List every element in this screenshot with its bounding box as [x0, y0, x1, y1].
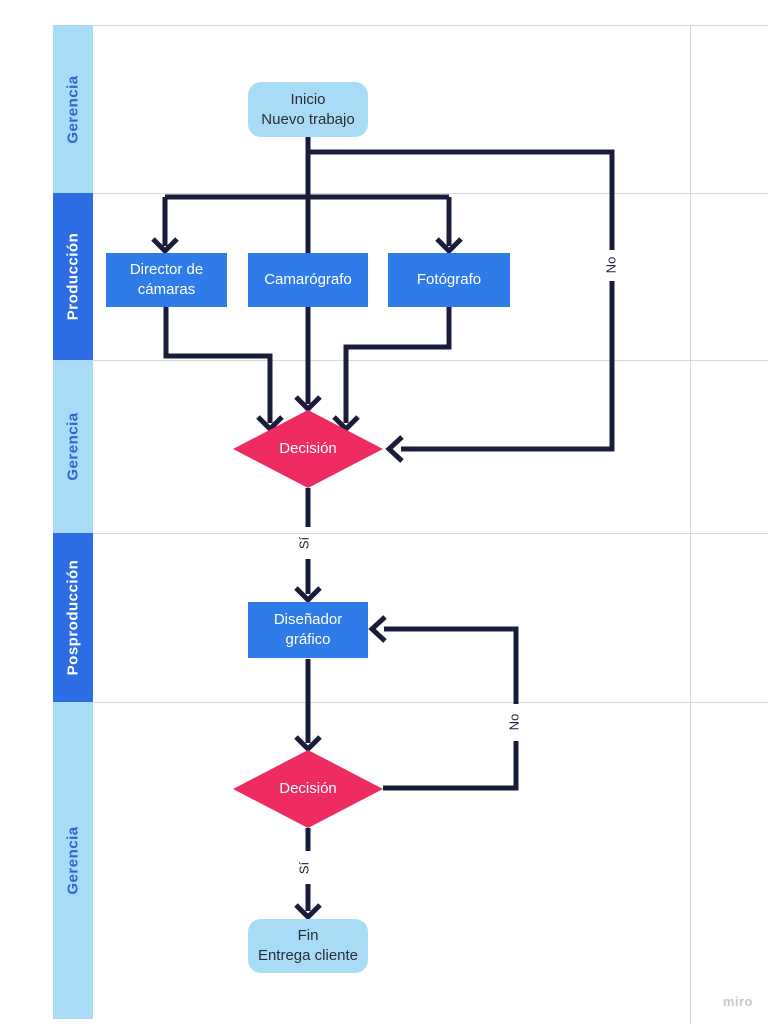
lane-divider — [53, 360, 768, 361]
arrowhead-decision1-right — [385, 435, 404, 463]
arrowhead-decision1-left-arm — [256, 415, 284, 433]
node-fin[interactable]: Fin Entrega cliente — [248, 919, 368, 973]
arrowhead-director — [151, 237, 179, 255]
lane-gerencia-1[interactable]: Gerencia — [53, 25, 93, 193]
arrowhead-disenador-right — [368, 615, 387, 643]
node-text: Nuevo trabajo — [261, 110, 355, 128]
node-text: Entrega cliente — [257, 947, 359, 964]
arrowhead-fotografo — [435, 237, 463, 255]
lane-divider — [53, 702, 768, 703]
node-text: Decisión — [279, 780, 337, 797]
edge-label-no-1: No — [603, 256, 619, 274]
node-director-de-camaras[interactable]: Director de cámaras — [106, 253, 227, 307]
lane-gerencia-3[interactable]: Gerencia — [53, 702, 93, 1019]
arrowhead-decision1-top — [294, 395, 322, 413]
edge-label-no-2: No — [506, 713, 522, 731]
node-text: Camarógrafo — [264, 271, 352, 288]
lane-right-divider — [690, 25, 691, 1024]
edge-fotografo-to-decision1 — [343, 306, 452, 423]
edge-no2-lower — [383, 741, 519, 791]
node-text: Diseñador — [273, 611, 343, 628]
edge-label-si-1: Sí — [296, 536, 312, 550]
miro-watermark: miro — [722, 994, 753, 1009]
node-inicio[interactable]: Inicio Nuevo trabajo — [248, 82, 368, 137]
node-text: Decisión — [279, 440, 337, 457]
lane-gerencia-2[interactable]: Gerencia — [53, 360, 93, 533]
node-text: cámaras — [137, 281, 196, 298]
node-text: Director de — [129, 261, 204, 278]
arrowhead-disenador — [294, 586, 322, 604]
edge-no2-upper — [384, 626, 519, 704]
node-disenador-grafico[interactable]: Diseñador gráfico — [248, 602, 368, 658]
node-text: Fin — [297, 927, 319, 944]
lane-divider — [53, 193, 768, 194]
lane-divider — [53, 25, 768, 26]
lane-divider — [53, 533, 768, 534]
node-camarografo[interactable]: Camarógrafo — [248, 253, 368, 307]
arrowhead-decision1-right-arm — [332, 415, 360, 433]
edge-no1-lower — [401, 281, 615, 452]
arrowhead-decision2-top — [294, 735, 322, 753]
lane-produccion[interactable]: Producción — [53, 193, 93, 360]
edge-director-to-decision1 — [163, 306, 273, 423]
node-text: Fotógrafo — [416, 271, 482, 288]
node-text: gráfico — [285, 631, 331, 648]
lane-posproduccion[interactable]: Posproducción — [53, 533, 93, 702]
edge-label-si-2: Sí — [296, 861, 312, 875]
arrowhead-fin — [294, 903, 322, 921]
node-text: Inicio — [290, 90, 326, 108]
node-fotografo[interactable]: Fotógrafo — [388, 253, 510, 307]
edge-no1-upper — [308, 149, 615, 250]
